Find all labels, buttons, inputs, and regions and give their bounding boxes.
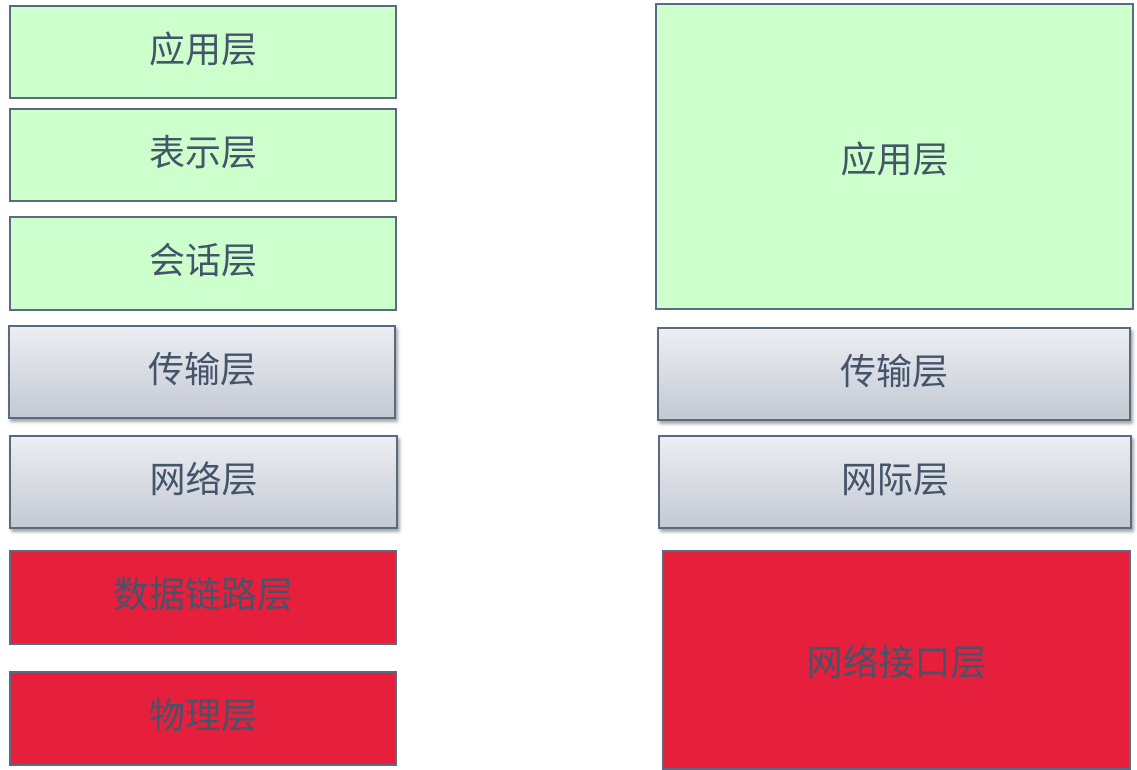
layer-label: 应用层 bbox=[148, 30, 257, 71]
tcpip-internet-layer: 网际层 bbox=[658, 435, 1132, 529]
layer-label: 传输层 bbox=[839, 352, 948, 393]
tcpip-network-interface-layer: 网络接口层 bbox=[662, 550, 1131, 770]
layer-label: 传输层 bbox=[147, 350, 256, 391]
osi-application-layer: 应用层 bbox=[9, 5, 397, 99]
osi-transport-layer: 传输层 bbox=[8, 325, 396, 419]
layer-label: 应用层 bbox=[840, 139, 949, 181]
osi-physical-layer: 物理层 bbox=[9, 671, 397, 766]
tcpip-transport-layer: 传输层 bbox=[657, 327, 1131, 421]
layer-label: 数据链路层 bbox=[112, 575, 293, 616]
layer-label: 网络层 bbox=[149, 460, 258, 501]
layer-label: 网络接口层 bbox=[806, 643, 987, 684]
layer-label: 物理层 bbox=[148, 696, 257, 737]
osi-session-layer: 会话层 bbox=[9, 216, 397, 311]
tcpip-application-layer: 应用层 bbox=[655, 3, 1134, 310]
osi-network-layer: 网络层 bbox=[9, 435, 398, 529]
layer-label: 表示层 bbox=[148, 133, 257, 174]
layer-label: 网际层 bbox=[840, 460, 949, 501]
osi-presentation-layer: 表示层 bbox=[9, 108, 397, 202]
layer-label: 会话层 bbox=[148, 241, 257, 282]
osi-data-link-layer: 数据链路层 bbox=[9, 550, 397, 645]
